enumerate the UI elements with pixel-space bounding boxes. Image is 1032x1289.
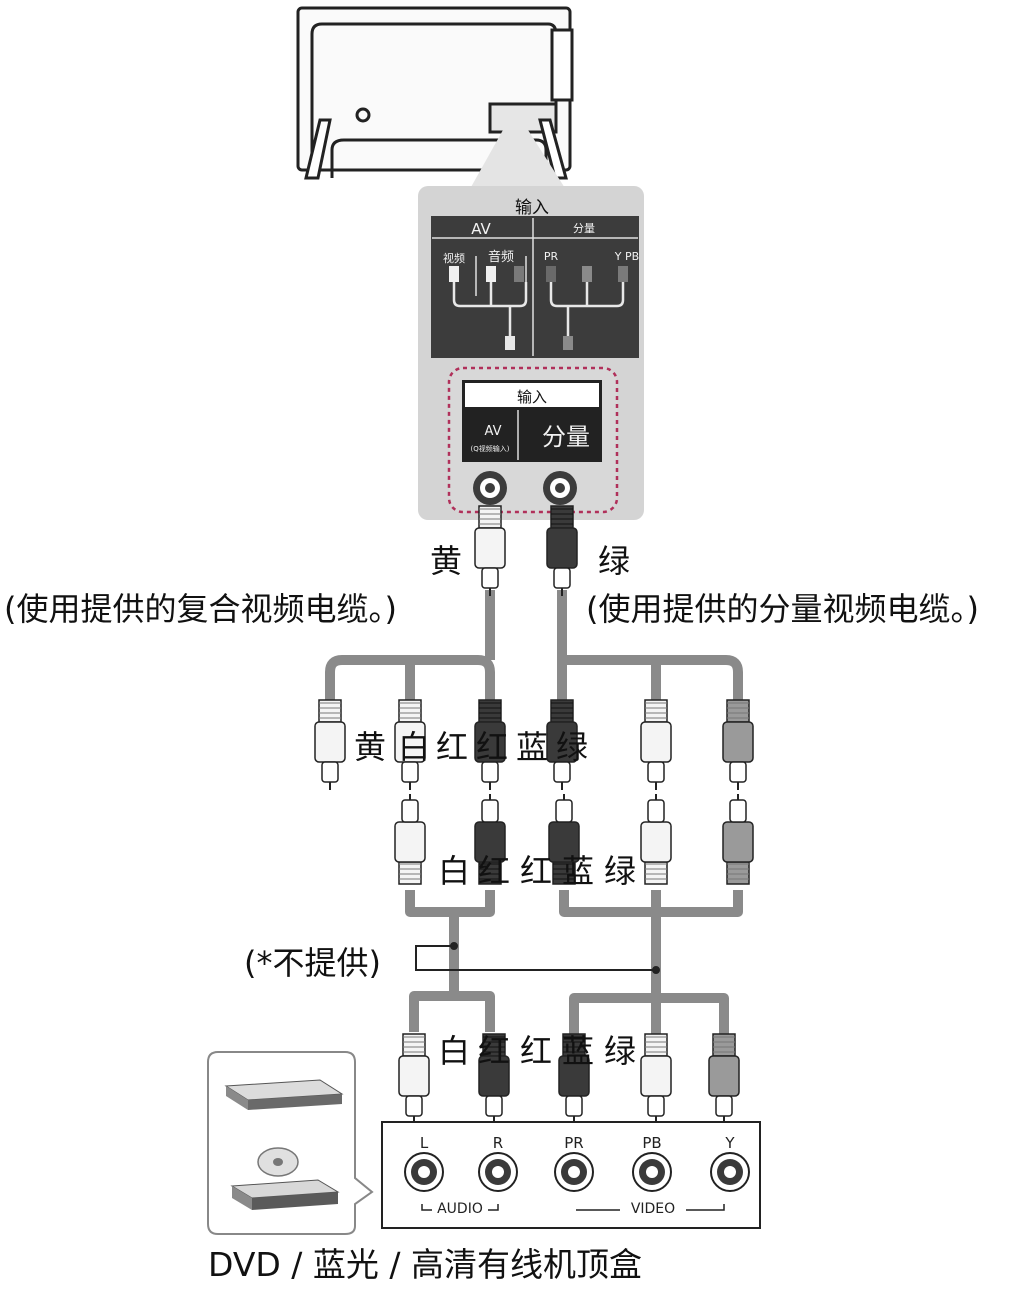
rca-plug — [708, 1033, 740, 1124]
tv-panel-component-label: 分量 — [573, 222, 595, 235]
rca-plug — [546, 505, 578, 596]
rca-plug — [722, 699, 754, 790]
device-jack-label: R — [493, 1134, 503, 1152]
rca-plug — [474, 505, 506, 596]
plug-color-label: 白 — [438, 852, 471, 890]
rca-plug — [640, 1033, 672, 1124]
rca-plug — [398, 1033, 430, 1124]
jack-panel-component-label: 分量 — [542, 423, 590, 451]
plug-color-label: 红 — [478, 1032, 511, 1070]
plug-color-label: 红 — [436, 728, 469, 766]
right-cable-note: (使用提供的分量视频电缆。) — [586, 590, 979, 628]
plug-color-label: 蓝 — [516, 728, 549, 766]
plug-color-label: 蓝 — [562, 852, 595, 890]
cables — [325, 590, 743, 1040]
tv-panel-audio-label: 音频 — [488, 249, 514, 265]
device-jack-label: PR — [564, 1134, 583, 1152]
not-supplied-label: (*不提供) — [244, 944, 381, 982]
audio-label: AUDIO — [437, 1201, 483, 1217]
rca-plug — [558, 1033, 590, 1124]
right-cable-color: 绿 — [598, 542, 631, 580]
rca-plug — [546, 699, 578, 790]
tv-panel-video-label: 视频 — [443, 251, 465, 265]
device-jacks: L R PR PB Y — [404, 1134, 750, 1192]
device-jack — [404, 1152, 444, 1192]
jack-panel-component-jack — [543, 471, 577, 505]
plug-color-label: 绿 — [604, 1032, 637, 1070]
device-jack — [632, 1152, 672, 1192]
jack-panel-av-sub: (Q视频输入) — [471, 444, 510, 453]
zoom-wedge — [466, 130, 570, 196]
audio-video-brackets — [421, 1204, 725, 1211]
rca-plug — [474, 794, 506, 885]
device-jack-label: PB — [642, 1134, 661, 1152]
plug-color-label: 黄 — [354, 728, 387, 766]
dvd-player-icon — [224, 1079, 344, 1110]
device-jack — [710, 1152, 750, 1192]
rca-plug — [474, 699, 506, 790]
device-jack-label: Y — [724, 1134, 735, 1152]
jack-panel-title: 输入 — [517, 388, 547, 406]
plug-color-label: 红 — [476, 728, 509, 766]
rca-plug — [314, 699, 346, 790]
rca-plug — [722, 794, 754, 885]
device-jack — [554, 1152, 594, 1192]
device-jack — [478, 1152, 518, 1192]
bluray-player-icon — [230, 1147, 340, 1210]
plug-color-label: 绿 — [556, 728, 589, 766]
tv-input-panel: 输入 AV 分量 视频 音频 PR Y PB 输入 AV (Q视频输入) 分量 — [418, 186, 644, 520]
left-cable-note: (使用提供的复合视频电缆。) — [4, 590, 397, 628]
plug-color-label: 蓝 — [562, 1032, 595, 1070]
jack-panel-av-jack — [473, 471, 507, 505]
tv-panel-header: 输入 — [515, 198, 549, 218]
tv-panel-av-label: AV — [471, 220, 491, 238]
left-cable-color: 黄 — [430, 542, 463, 580]
tv-panel-ypb-label: Y PB — [614, 250, 639, 263]
plug-color-label: 绿 — [604, 852, 637, 890]
plug-color-label: 红 — [478, 852, 511, 890]
plug-color-label: 白 — [398, 728, 431, 766]
rca-plug — [394, 699, 426, 790]
plug-color-label: 红 — [520, 852, 553, 890]
jack-panel-av-label: AV — [485, 424, 502, 439]
video-label: VIDEO — [631, 1201, 675, 1217]
plug-color-label: 红 — [520, 1032, 553, 1070]
devices-callout — [207, 1051, 374, 1235]
not-supplied-bracket — [415, 942, 660, 974]
rca-plug — [548, 794, 580, 885]
rca-plug — [394, 794, 426, 885]
rca-plug — [640, 699, 672, 790]
device-caption: DVD / 蓝光 / 高清有线机顶盒 — [208, 1245, 643, 1284]
tv-panel-pr-label: PR — [544, 250, 559, 263]
plug-group — [314, 505, 754, 1124]
plug-color-label: 白 — [438, 1032, 471, 1070]
rca-plug — [640, 794, 672, 885]
device-jack-label: L — [420, 1134, 429, 1152]
